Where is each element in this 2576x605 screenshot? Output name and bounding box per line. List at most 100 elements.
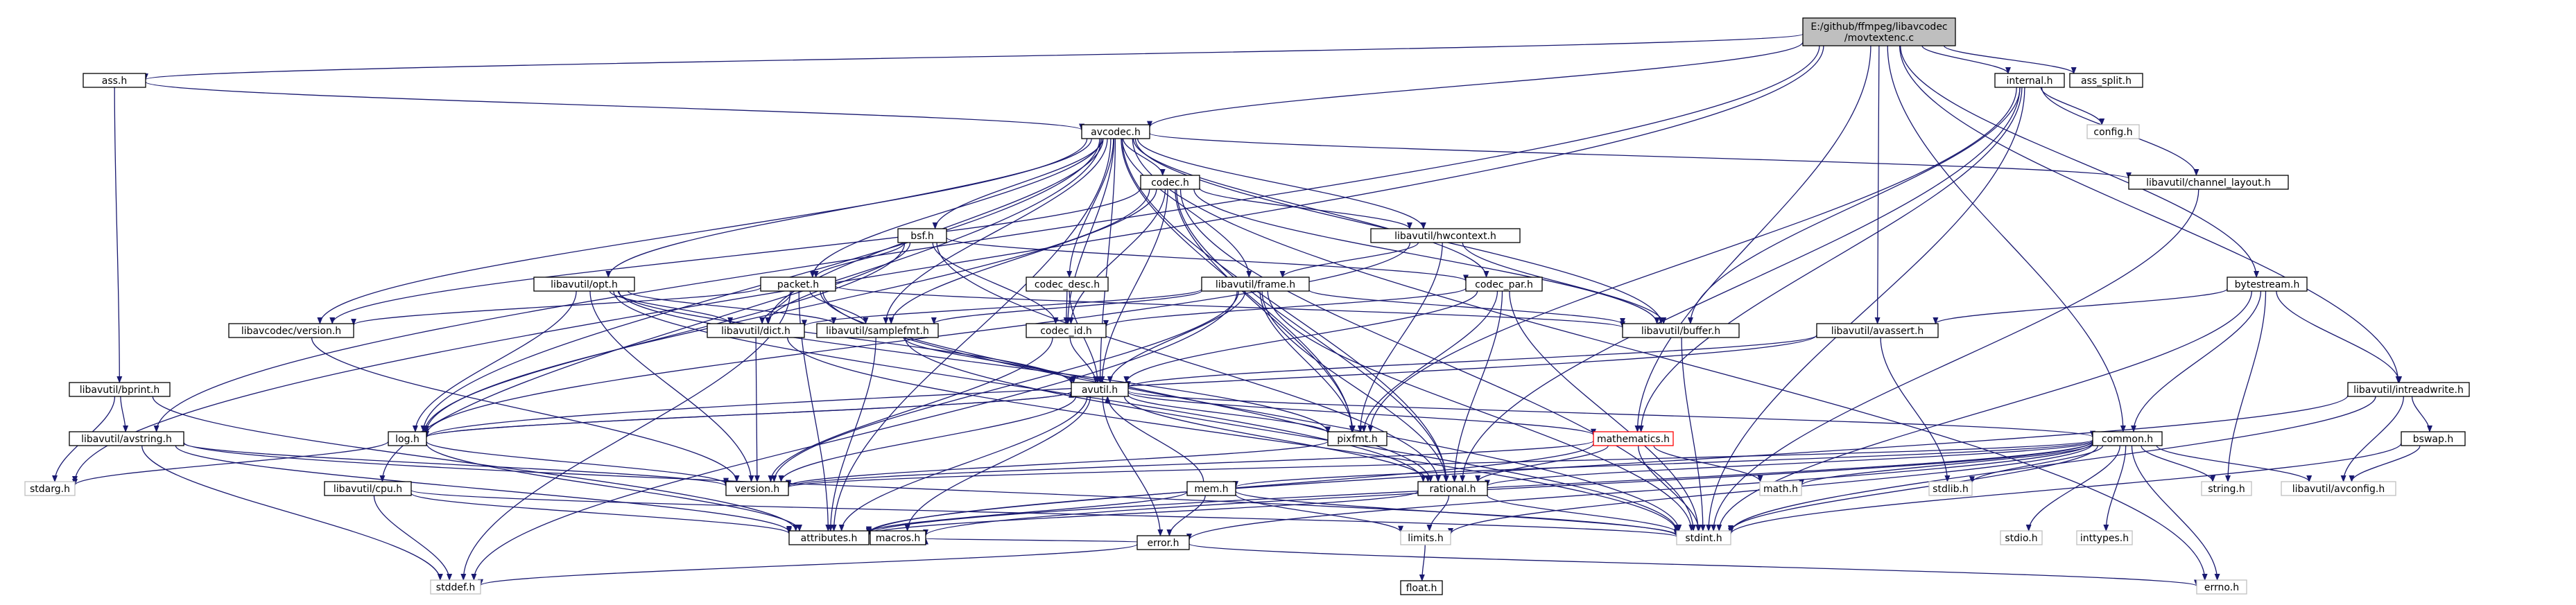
node-label: libavutil/avstring.h (81, 434, 172, 445)
node-label: libavutil/hwcontext.h (1394, 231, 1496, 242)
node-box (760, 277, 836, 292)
edge-log-to-avutil (426, 390, 1074, 438)
edge-avcodec-to-codec_par (1132, 138, 1489, 278)
edge-internal-to-mathematics (1638, 87, 2023, 432)
node-common[interactable]: common.h (2092, 431, 2163, 446)
edge-error-to-macros (924, 537, 1138, 545)
edge-hwcontext-to-frame (1279, 242, 1419, 278)
edge-common-to-rational (1485, 441, 2093, 487)
edge-bytestream-to-intreadwrite (2276, 290, 2403, 383)
node-bytestream[interactable]: bytestream.h (2227, 277, 2308, 292)
node-pixfmt[interactable]: pixfmt.h (1327, 431, 1388, 446)
node-box (707, 323, 805, 338)
edge-codec-to-lavc_version (329, 187, 1141, 324)
node-label: libavcodec/version.h (241, 326, 341, 337)
node-box (2076, 530, 2133, 545)
node-label: log.h (395, 434, 420, 445)
node-samplefmt[interactable]: libavutil/samplefmt.h (816, 323, 939, 338)
edge-avcodec-to-frame (1121, 138, 1252, 278)
node-box (1676, 530, 1731, 545)
node-dict[interactable]: libavutil/dict.h (707, 323, 805, 338)
edge-pixfmt-to-version (786, 440, 1329, 487)
node-stdlib: stdlib.h (1928, 481, 1973, 496)
node-channel_layout[interactable]: libavutil/channel_layout.h (2128, 175, 2289, 190)
node-codec_id[interactable]: codec_id.h (1026, 323, 1107, 338)
edge-mem-to-stdint (1235, 490, 1679, 536)
node-label: version.h (735, 484, 780, 495)
edge-bsf-to-codec_id (932, 242, 1059, 324)
node-box (324, 481, 412, 496)
node-avcodec[interactable]: avcodec.h (1081, 124, 1150, 139)
node-label: math.h (1763, 484, 1798, 495)
node-opt[interactable]: libavutil/opt.h (533, 277, 635, 292)
edge-codec-to-codec_id (1068, 188, 1166, 324)
node-float[interactable]: float.h (1400, 580, 1443, 595)
node-box (2227, 277, 2308, 292)
node-avstring[interactable]: libavutil/avstring.h (69, 431, 184, 446)
edge-hwcontext-to-log (424, 242, 1411, 436)
node-attributes[interactable]: attributes.h (788, 530, 870, 545)
node-box (816, 323, 939, 338)
edge-bswap-to-avconfig (2349, 445, 2421, 482)
node-codec[interactable]: codec.h (1140, 175, 1200, 190)
node-ass[interactable]: ass.h (83, 73, 146, 88)
node-box (897, 228, 947, 243)
edge-avutil-to-macros (904, 396, 1091, 532)
edge-avutil-to-rational (1123, 396, 1431, 482)
edge-log-to-attributes (426, 443, 802, 532)
node-box (1994, 73, 2065, 88)
edge-mathematics-to-math (1653, 445, 1763, 482)
node-intreadwrite[interactable]: libavutil/intreadwrite.h (2347, 382, 2470, 397)
edge-bytestream-to-stdint (1716, 290, 2252, 532)
edge-packet-to-lavc_version (351, 287, 761, 326)
node-rational[interactable]: rational.h (1417, 481, 1488, 496)
node-box (1759, 481, 1802, 496)
node-label: limits.h (1408, 533, 1443, 544)
node-codec_desc[interactable]: codec_desc.h (1026, 277, 1109, 292)
edge-rational-to-limits (1426, 495, 1450, 532)
node-packet[interactable]: packet.h (760, 277, 836, 292)
node-avassert[interactable]: libavutil/avassert.h (1816, 323, 1939, 338)
node-internal[interactable]: internal.h (1994, 73, 2065, 88)
edge-codec_par-to-pixfmt (1361, 290, 1498, 432)
node-frame[interactable]: libavutil/frame.h (1201, 277, 1310, 292)
edge-common-to-version (786, 439, 2093, 489)
edge-root-to-common (1887, 45, 2126, 432)
node-label: libavutil/buffer.h (1641, 326, 1720, 337)
node-version[interactable]: version.h (725, 481, 789, 496)
edge-packet-to-buffer (835, 286, 1625, 328)
edge-bytestream-to-common (2131, 290, 2262, 432)
node-label: libavutil/cpu.h (334, 484, 402, 495)
edge-common-to-math (1799, 443, 2093, 486)
node-buffer[interactable]: libavutil/buffer.h (1622, 323, 1740, 338)
node-bprint[interactable]: libavutil/bprint.h (69, 382, 171, 397)
node-box (1816, 323, 1939, 338)
node-hwcontext[interactable]: libavutil/hwcontext.h (1370, 228, 1521, 243)
node-box (1140, 175, 1200, 190)
node-bsf[interactable]: bsf.h (897, 228, 947, 243)
node-codec_par[interactable]: codec_par.h (1465, 277, 1543, 292)
node-box (83, 73, 146, 88)
edge-codec_id-to-version (768, 337, 1053, 482)
node-mathematics[interactable]: mathematics.h (1593, 431, 1674, 446)
node-root[interactable]: E:/github/ffmpeg/libavcodec/movtextenc.c (1802, 17, 1956, 46)
node-bswap[interactable]: bswap.h (2401, 431, 2466, 446)
node-log[interactable]: log.h (388, 431, 427, 446)
edge-mem-to-limits (1235, 493, 1403, 533)
node-label: avutil.h (1082, 385, 1118, 396)
node-avutil[interactable]: avutil.h (1071, 382, 1129, 397)
node-box (1081, 124, 1150, 139)
node-label: avcodec.h (1091, 127, 1141, 138)
node-error[interactable]: error.h (1136, 535, 1190, 550)
edge-avcodec-to-bsf (932, 138, 1104, 229)
edge-intreadwrite-to-attributes (866, 395, 2349, 535)
node-cpu[interactable]: libavutil/cpu.h (324, 481, 412, 496)
node-mem[interactable]: mem.h (1186, 481, 1236, 496)
node-macros[interactable]: macros.h (870, 530, 926, 545)
edge-intreadwrite-to-bswap (2411, 396, 2432, 432)
node-ass_split[interactable]: ass_split.h (2069, 73, 2143, 88)
node-label: macros.h (876, 533, 921, 544)
node-box (1593, 431, 1674, 446)
node-lavc_version[interactable]: libavcodec/version.h (228, 323, 354, 338)
